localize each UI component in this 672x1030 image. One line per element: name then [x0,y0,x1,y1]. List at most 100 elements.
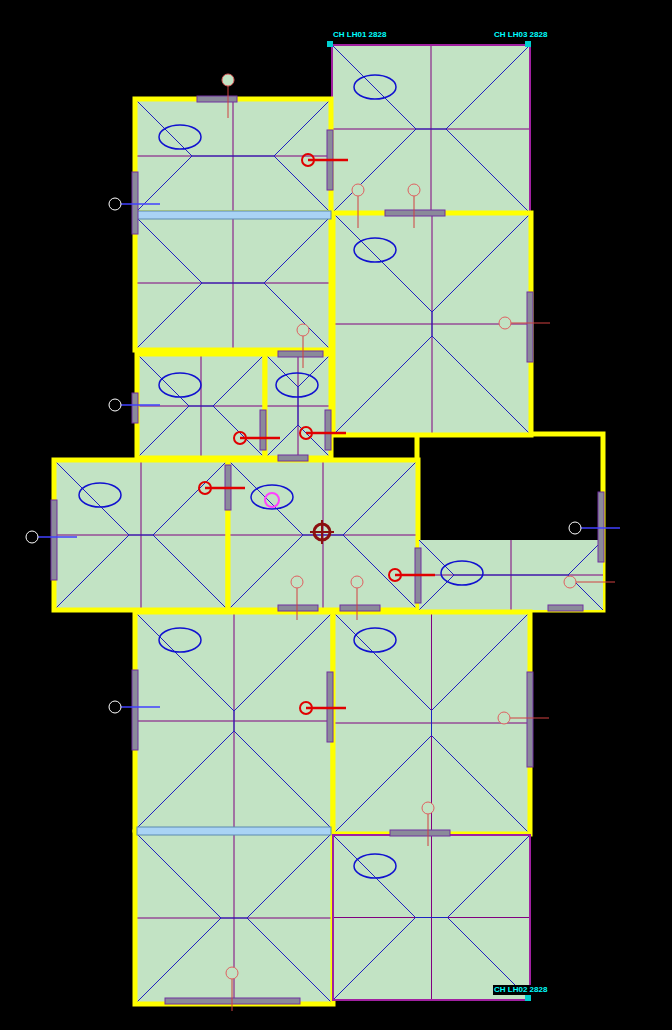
beam-outline [135,612,333,830]
grid-line [332,129,530,130]
wall [548,605,583,611]
wall [325,410,331,450]
yield-line [416,129,446,130]
yield-line [274,99,331,156]
yield-line [189,406,213,407]
section-mark [389,569,401,581]
yield-line [446,45,530,129]
wall [132,393,138,423]
yield-line [419,575,454,610]
beam-outline [333,612,530,834]
wall [278,455,308,461]
yield-line [135,283,202,350]
yield-line [333,336,432,435]
yield-line [135,918,221,1004]
crosshair [310,520,334,544]
beam-outline [228,460,418,610]
yield-line [432,736,531,835]
grid-line [234,612,235,830]
section-leader [115,706,160,708]
wall [132,172,138,234]
section-mark [351,576,363,588]
wall [278,605,318,611]
yield-line [431,711,432,736]
yield-line [221,918,247,919]
section-leader [575,527,620,529]
grid-line [333,917,530,918]
yield-line [129,535,153,536]
slab-tag [251,485,293,509]
slab-edge [332,45,530,213]
yield-line [333,213,432,312]
yield-line [192,156,274,157]
yield-line [432,336,531,435]
grid-label: CH LH03 2828 [493,30,548,40]
yield-line [419,540,454,575]
grid-line [135,283,331,284]
yield-line [454,575,568,576]
yield-line [137,354,189,406]
selected-marker [265,493,279,507]
section-mark [498,712,510,724]
section-leader [115,404,160,406]
slab-panel [135,612,333,830]
yield-line [247,918,333,1004]
section-mark [408,184,420,196]
slab-edge [419,540,603,610]
yield-line [274,156,331,213]
slab-tag [354,75,396,99]
yield-line [432,612,531,711]
beam-outline [135,99,331,213]
section-mark [499,317,511,329]
yield-line [54,460,129,535]
corner-marker [327,41,333,47]
grid-line [54,535,228,536]
wall [385,210,445,216]
crosshair-line [321,520,323,544]
slab-panel [332,45,530,213]
section-mark [569,522,581,534]
yield-line [247,832,333,918]
yield-line [332,45,416,129]
yield-line [135,612,234,711]
beam-outline [135,216,331,350]
slab-tag [159,628,201,652]
slab-panel [137,354,265,458]
yield-line [202,283,264,284]
slab-panel [333,612,530,834]
yield-line [265,354,298,387]
beam [137,211,331,219]
yield-line [228,535,303,610]
section-mark [109,701,121,713]
beam-outline [265,354,331,458]
yield-line [264,283,331,350]
slab-panel [54,460,228,610]
section-leader [32,536,77,538]
slab-panel [135,99,331,213]
section-mark [226,967,238,979]
yield-line [343,535,418,610]
slab-panel [135,216,331,350]
yield-line [135,731,234,830]
yield-line [135,216,202,283]
wall [340,605,380,611]
section-mark [300,427,312,439]
yield-line [265,425,298,458]
section-mark [109,198,121,210]
section-leader [115,203,160,205]
grid-line [135,918,333,919]
wall [132,670,138,750]
yield-line [298,387,299,425]
yield-line [137,406,189,458]
grid-label: CH LH01 2828 [332,30,387,40]
beam-outline [333,213,531,435]
slab-tag [276,373,318,397]
slab-panel [265,354,331,458]
yield-line [228,460,303,535]
beam-outline [135,832,333,1004]
grid-line [419,575,603,576]
yield-line [213,354,265,406]
slab-panel [419,540,603,610]
